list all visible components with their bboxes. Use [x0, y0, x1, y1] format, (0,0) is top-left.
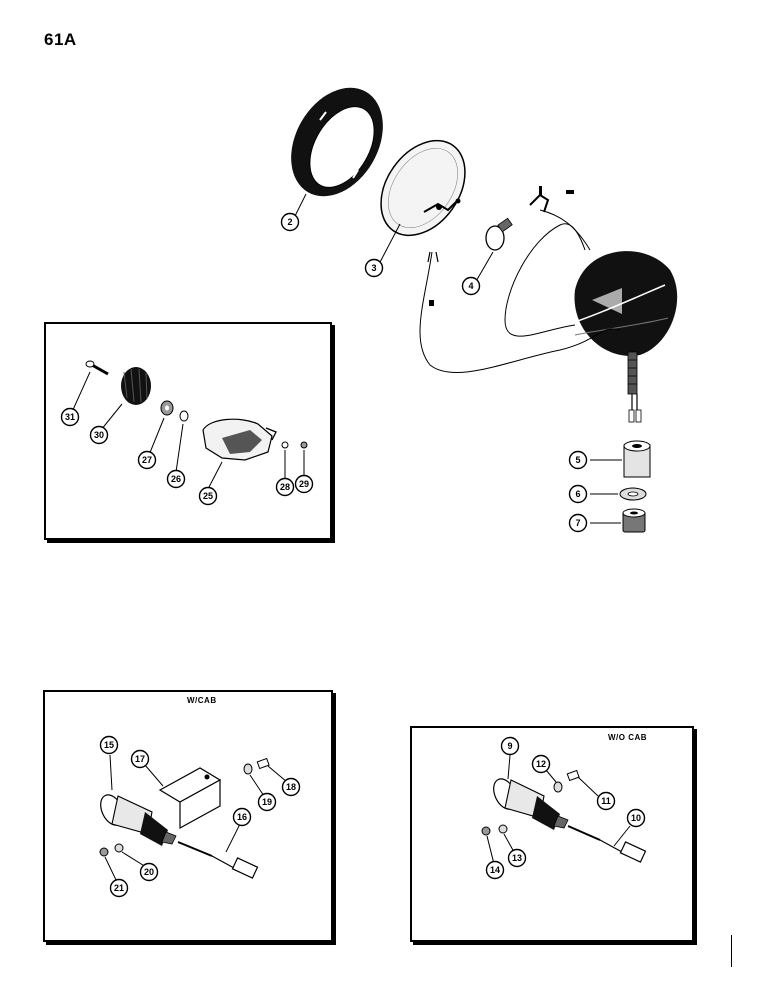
- svg-text:5: 5: [575, 455, 580, 465]
- callout-9: 9: [500, 736, 520, 756]
- without-cab-inset-box: W/O CAB: [410, 726, 694, 942]
- callout-27: 27: [137, 450, 157, 470]
- svg-text:25: 25: [203, 491, 213, 501]
- svg-text:2: 2: [287, 217, 292, 227]
- callout-2: 2: [280, 212, 300, 232]
- spacer-part: [623, 440, 651, 478]
- knob-part: [121, 367, 151, 405]
- callout-16: 16: [232, 807, 252, 827]
- callout-5: 5: [568, 450, 588, 470]
- svg-text:10: 10: [631, 813, 641, 823]
- cab-bracket-part: [158, 767, 222, 830]
- callout-18: 18: [281, 777, 301, 797]
- with-cab-label: W/CAB: [187, 696, 217, 705]
- cab-lamp-part: [100, 794, 177, 846]
- callout-31: 31: [60, 407, 80, 427]
- svg-text:30: 30: [94, 430, 104, 440]
- svg-text:29: 29: [299, 479, 309, 489]
- nocab-lamp-part: [493, 778, 569, 830]
- callout-3: 3: [364, 258, 384, 278]
- svg-text:28: 28: [280, 482, 290, 492]
- switch-body-part: [202, 418, 277, 461]
- svg-text:17: 17: [135, 754, 145, 764]
- callout-30: 30: [89, 425, 109, 445]
- callout-10: 10: [626, 808, 646, 828]
- svg-text:13: 13: [512, 853, 522, 863]
- lamp-housing-part: [564, 251, 678, 423]
- svg-text:3: 3: [371, 263, 376, 273]
- svg-text:9: 9: [507, 741, 512, 751]
- svg-text:7: 7: [575, 518, 580, 528]
- svg-text:15: 15: [104, 740, 114, 750]
- svg-text:27: 27: [142, 455, 152, 465]
- callout-4: 4: [461, 276, 481, 296]
- svg-text:20: 20: [144, 867, 154, 877]
- svg-text:4: 4: [468, 281, 473, 291]
- callout-19: 19: [257, 792, 277, 812]
- callout-25: 25: [198, 486, 218, 506]
- callout-15: 15: [99, 735, 119, 755]
- callout-14: 14: [485, 860, 505, 880]
- washer-part: [619, 487, 647, 501]
- callout-17: 17: [130, 749, 150, 769]
- svg-text:16: 16: [237, 812, 247, 822]
- nut-part: [622, 508, 646, 533]
- bezel-ring-part: [291, 87, 383, 197]
- cab-cable-part: [177, 841, 259, 879]
- svg-text:21: 21: [114, 883, 124, 893]
- without-cab-label: W/O CAB: [608, 733, 648, 742]
- page-number: 61A: [44, 30, 77, 49]
- callout-28: 28: [275, 477, 295, 497]
- callout-20: 20: [139, 862, 159, 882]
- svg-text:18: 18: [286, 782, 296, 792]
- callout-13: 13: [507, 848, 527, 868]
- svg-text:31: 31: [65, 412, 75, 422]
- callout-26: 26: [166, 469, 186, 489]
- svg-text:6: 6: [575, 489, 580, 499]
- svg-text:26: 26: [171, 474, 181, 484]
- callout-12: 12: [531, 754, 551, 774]
- svg-text:19: 19: [262, 797, 272, 807]
- callout-6: 6: [568, 484, 588, 504]
- callout-11: 11: [596, 791, 616, 811]
- callout-21: 21: [109, 878, 129, 898]
- callout-29: 29: [294, 474, 314, 494]
- sealed-beam-part: [380, 139, 466, 237]
- nocab-cable-part: [567, 825, 647, 863]
- screw-part: [85, 360, 109, 376]
- with-cab-inset-box: W/CAB: [43, 690, 333, 942]
- callout-7: 7: [568, 513, 588, 533]
- bulb-part: [485, 217, 513, 251]
- svg-text:14: 14: [490, 865, 500, 875]
- edge-mark: [731, 935, 732, 967]
- svg-text:12: 12: [536, 759, 546, 769]
- svg-text:11: 11: [601, 796, 611, 806]
